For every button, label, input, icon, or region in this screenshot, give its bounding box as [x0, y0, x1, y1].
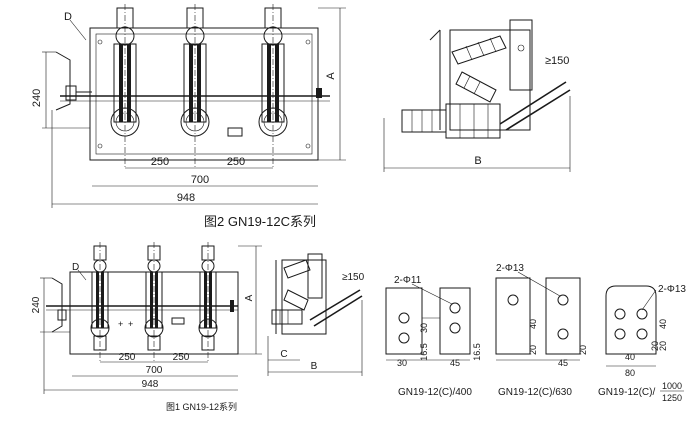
terminal-630-hole-leader: [517, 271, 561, 297]
fig2-dim-240: 240: [31, 89, 43, 107]
terminal-630: [495, 277, 581, 361]
fig2-dim-948: 948: [177, 192, 195, 204]
fig2-dim-a: A: [325, 72, 337, 80]
terminal-630-hole-label: 2-Φ13: [496, 263, 524, 274]
terminal-630-dim-4: 20: [578, 345, 588, 355]
terminal-1000-dim-3: 80: [625, 368, 635, 378]
terminal-400-dim-3: 16.5: [419, 343, 429, 361]
svg-text:+: +: [128, 319, 133, 329]
terminal-630-caption: GN19-12(C)/630: [498, 387, 572, 398]
fig1-side-angle: ≥150: [342, 272, 365, 283]
fig1-caption: 图1 GN19-12系列: [166, 401, 237, 412]
terminal-400-dim-2: 30: [397, 358, 407, 368]
terminal-400-dim-4: 45: [450, 358, 460, 368]
fig1-dim-700: 700: [146, 365, 163, 376]
terminal-1000-caption-top: 1000: [662, 381, 682, 391]
terminal-630-dim-2: 20: [528, 345, 538, 355]
fig1-side-c: C: [280, 349, 287, 360]
fig1-front-view: + +: [46, 242, 239, 362]
terminal-400: [385, 287, 471, 361]
terminal-400-hole-leader: [411, 283, 453, 305]
fig1-dim-pitch-1: 250: [119, 352, 136, 363]
fig1-dim-240: 240: [31, 296, 42, 313]
terminal-1000-dim-4: 20: [650, 341, 660, 351]
terminal-1000-1250: [605, 285, 657, 367]
terminal-630-dim-3: 45: [558, 358, 568, 368]
fig2-dim-pitch-1: 250: [151, 156, 169, 168]
terminal-400-dim-1: 30: [419, 323, 429, 333]
terminal-1000-hole-label: 2-Φ13: [658, 284, 686, 295]
fig2-caption: 图2 GN19-12C系列: [204, 214, 316, 229]
terminal-1000-caption-bottom: 1250: [662, 393, 682, 403]
fig2-label-d: D: [64, 11, 72, 23]
fig1-dim-a-lines: [238, 245, 262, 355]
fig1-dim-a: A: [244, 294, 255, 301]
fig2-front-view: [55, 4, 330, 168]
fig2-side-angle: ≥150: [545, 55, 569, 67]
fig1-dim-pitch-2: 250: [173, 352, 190, 363]
fig2-label-d-leader: [69, 19, 87, 41]
fig1-side-view: [271, 253, 363, 335]
terminal-400-hole-label: 2-Φ11: [394, 275, 422, 286]
fig2-dim-700: 700: [191, 174, 209, 186]
terminal-1000-dim-5: 40: [625, 352, 635, 362]
fig2-side-b: B: [474, 155, 481, 167]
terminal-1000-hole-leader: [641, 289, 657, 311]
terminal-400-caption: GN19-12(C)/400: [398, 387, 472, 398]
terminal-630-dim-1: 40: [528, 319, 538, 329]
fig1-side-b: B: [311, 361, 318, 372]
terminal-1000-dim-2: 20: [658, 341, 668, 351]
fig2-dim-pitch-2: 250: [227, 156, 245, 168]
fig2-dim-240-lines: [42, 51, 90, 129]
fig2-side-view: [401, 19, 571, 139]
terminal-400-dim-5: 16.5: [472, 343, 482, 361]
terminal-1000-dim-1: 40: [658, 319, 668, 329]
fig1-dim-240-lines: [40, 277, 70, 333]
svg-text:+: +: [118, 319, 123, 329]
fig1-label-d-leader: [77, 269, 87, 281]
terminal-1000-caption: GN19-12(C)/: [598, 387, 655, 398]
fig1-label-d: D: [72, 262, 79, 273]
fig1-dim-948: 948: [142, 379, 159, 390]
fig2-dim-a-lines: [318, 7, 346, 161]
